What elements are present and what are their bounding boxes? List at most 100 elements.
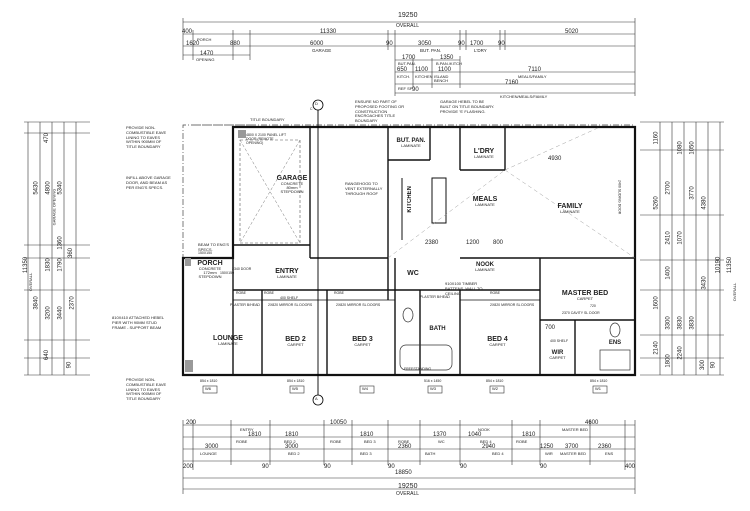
beam-label-2: 150X150 [220, 271, 235, 275]
window-size-1: 854 x 1810 [200, 379, 218, 383]
mirror-doors-2: 2X820 MIRROR SL DOORS [336, 303, 381, 307]
bot3-1: 3000 [205, 444, 219, 450]
left-dim-12: 640 [44, 349, 51, 361]
kitch3-1-l: REF SP. [398, 86, 414, 91]
toilet-icon [402, 307, 414, 323]
room-wc: WC [407, 270, 419, 277]
note-infill: INFILL ABOVE GARAGE DOOR, AND BEAM AS PE… [126, 175, 171, 190]
top-row3-1: 1620 [186, 41, 200, 47]
kitch2-4: 7110 [528, 67, 541, 73]
room-porch: PORCH CONCRETE 172mm STEPDOWN [197, 260, 223, 279]
porch-opening-label: OPENING [196, 57, 215, 62]
right-dim-22: 90 [710, 361, 717, 369]
inner-dim-800: 800 [493, 240, 504, 246]
top-row2-a: 400 [182, 29, 193, 35]
bot3-l5: BED 4 [492, 451, 504, 456]
bot3-7: 2360 [598, 444, 612, 450]
right-dim-15: 3830 [677, 316, 684, 330]
top-overall-label: OVERALL [396, 23, 420, 29]
right-dim-7: 3770 [689, 186, 696, 200]
right-dim-14: 1600 [653, 296, 660, 310]
left-dim-9: 3200 [45, 306, 52, 320]
kitch3-1: 90 [412, 87, 419, 93]
room-bed3: BED 3 CARPET [352, 336, 373, 347]
bot-small-7: 400 [625, 464, 636, 470]
room-nook: NOOK LAMINATE [475, 262, 495, 272]
bot-small-2: 90 [262, 464, 269, 470]
right-dim-11: 1050 [689, 141, 696, 155]
bot2-l4: BED 3 [364, 439, 376, 444]
bot-small-1: 200 [183, 464, 194, 470]
ens-door: 720 [590, 304, 596, 308]
right-dim-21: 300 [700, 359, 707, 371]
bot2-l2: BED 2 [284, 439, 296, 444]
bot3-6: 3700 [565, 444, 579, 450]
kitch2-2-l: KITCHEN [415, 74, 433, 79]
top-row3-7-label: L'DRY [474, 48, 487, 53]
kitch3-2: 7160 [505, 80, 519, 86]
right-dim-2: 11350 [727, 256, 734, 274]
right-dim-10: 1080 [677, 141, 684, 155]
left-dim-1: 11350 [23, 256, 30, 274]
kitch2-1-l: KITCH. [397, 74, 411, 79]
bot2-l5: ROBE [398, 439, 410, 444]
window-size-3: 516 x 1450 [424, 379, 442, 383]
note-encroach: ENSURE NO PART OF PROPOSED FOOTING OR CO… [355, 99, 405, 124]
room-bath: BATH [429, 326, 446, 332]
kitch-row-1-l: BUT.PAN. [398, 61, 416, 66]
room-entry: ENTRY LAMINATE [275, 268, 299, 279]
garage-door-label: 4800 X 2100 PANEL LIFT DOOR (REMOTE OPEN… [246, 133, 287, 146]
left-dim-2: 5430 [33, 181, 40, 195]
left-dim-7: 1790 [57, 258, 64, 272]
note-eave-bottom: PROVIDE NON-COMBUSTIBLE EAVE LINING TO E… [126, 377, 167, 402]
pier-tl [238, 130, 246, 138]
bot5-label: OVERALL [396, 491, 420, 497]
bot1-l3: MASTER BED [562, 427, 589, 432]
top-row3-5-label: BUT. PAN. [420, 48, 442, 53]
right-dim-19: 1800 [665, 354, 672, 368]
plaster-bhead-1: PLASTER B/HEAD [230, 303, 260, 307]
inner-dim-1200: 1200 [466, 240, 480, 246]
kitch-row-2: 1350 [440, 55, 454, 61]
right-dim-6: 2700 [665, 181, 672, 195]
freestanding-label: FREESTANDING [404, 367, 432, 371]
note-eave-top: PROVIDE NON-COMBUSTIBLE EAVE LINING TO E… [126, 125, 167, 150]
wir-shelf: 400 SHELF [550, 339, 569, 343]
room-bed2: BED 2 CARPET [285, 336, 306, 347]
ceiling-line-2 [504, 169, 636, 259]
left-dim-5: 470 [44, 132, 51, 144]
bot3-l4: BATH [425, 451, 436, 456]
dim-ticks-top [182, 18, 636, 96]
top-row3-4: 90 [386, 41, 393, 47]
bot1-l2: NOOK [478, 427, 490, 432]
bath-tub [399, 344, 453, 371]
bot1-1: 200 [186, 420, 197, 426]
top-row3-1-label: PORCH [197, 37, 212, 42]
dim-ticks-bottom [182, 420, 636, 494]
kitch3-2-l: KITCHEN/MEALS/FAMILY [500, 94, 548, 99]
left-dim-11: 2370 [69, 296, 76, 310]
robe-label-1: ROBE [236, 291, 246, 295]
top-row3-6: 90 [458, 41, 465, 47]
right-dim-3: 10190 [715, 256, 722, 274]
section-marker-top [312, 99, 324, 111]
note-beam: BEAM TO ENG'S SPECS. [198, 242, 230, 252]
ens-toilet-icon [609, 322, 621, 338]
window-w6: W6 [205, 386, 211, 391]
bot3-3: 2360 [398, 444, 412, 450]
window-size-5: 854 x 1810 [590, 379, 608, 383]
top-row2-c: 5020 [565, 29, 579, 35]
right-dim-12: 1400 [665, 266, 672, 280]
inner-dim-700: 700 [545, 325, 556, 331]
robe-label-3: ROBE [334, 291, 344, 295]
window-tags [202, 385, 608, 394]
section-a-label: A [315, 396, 318, 401]
shower-icon [599, 349, 631, 371]
bot3-l2: BED 2 [288, 451, 300, 456]
mirror-doors-1: 2X820 MIRROR SL DOORS [268, 303, 313, 307]
bot-small-4: 90 [388, 464, 395, 470]
ceiling-line-3 [504, 126, 601, 171]
bot-small-3: 90 [324, 464, 331, 470]
top-row3-3: 6000 [310, 41, 324, 47]
